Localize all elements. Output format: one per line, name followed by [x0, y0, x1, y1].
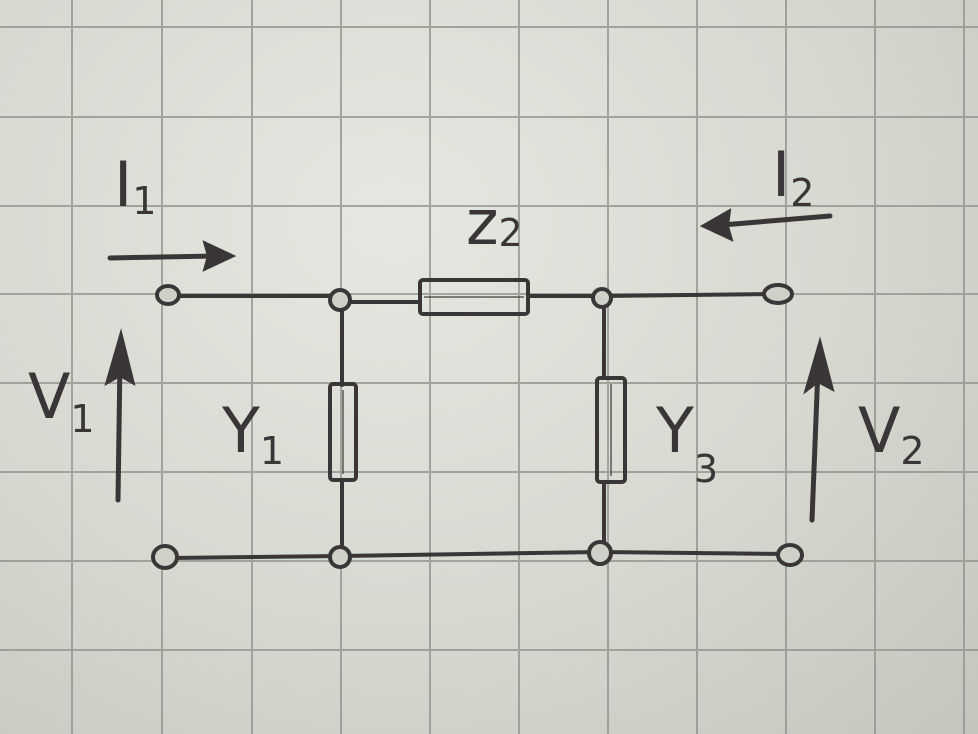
junction-bottom-right [587, 540, 613, 566]
junction-bottom-left [328, 545, 352, 569]
series-impedance-z2 [418, 278, 530, 316]
terminal-bottom-right [776, 543, 804, 567]
top-rail-right-wire [526, 292, 772, 298]
label-series-impedance: z2 [466, 186, 523, 259]
voltage-in-arrow [104, 328, 136, 503]
current-out-arrow [699, 208, 833, 242]
junction-top-right [591, 287, 613, 309]
current-in-arrow [107, 240, 237, 272]
terminal-bottom-left [151, 544, 179, 570]
voltage-out-arrow [803, 336, 835, 523]
label-current-in: I1 [114, 148, 156, 223]
bottom-rail-wire [168, 549, 792, 560]
terminal-top-left [155, 284, 181, 306]
label-current-out: I2 [772, 138, 814, 215]
label-shunt-right: Y3 [655, 394, 718, 491]
label-voltage-in: V1 [28, 360, 95, 441]
label-shunt-left: Y1 [221, 394, 284, 473]
junction-top-left [328, 288, 352, 312]
arrows [104, 208, 835, 523]
shunt-admittance-y3 [595, 376, 627, 484]
nodes [151, 283, 804, 570]
components [328, 278, 627, 484]
label-voltage-out: V2 [858, 394, 925, 473]
terminal-top-right [762, 283, 794, 305]
shunt-admittance-y1 [328, 382, 358, 482]
